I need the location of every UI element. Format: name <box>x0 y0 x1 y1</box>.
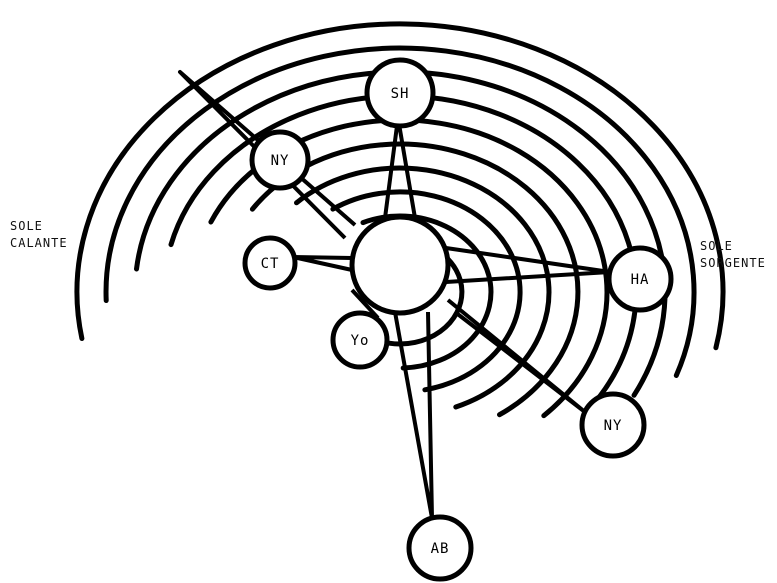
label-west-line1: SOLE <box>10 218 68 235</box>
label-east-line2: SORGENTE <box>700 255 766 272</box>
spoke <box>446 248 610 282</box>
label-west-line2: CALANTE <box>10 235 68 252</box>
spoke <box>293 257 352 270</box>
node-southwest: Yo <box>333 313 387 367</box>
node-northwest: NY <box>252 132 308 188</box>
node-west-label: CT <box>261 256 280 272</box>
node-south-label: AB <box>431 541 450 557</box>
node-west: CT <box>245 238 295 288</box>
node-southeast-label: NY <box>604 418 623 434</box>
label-east: SOLE SORGENTE <box>700 238 766 272</box>
node-north: SH <box>367 60 433 126</box>
node-southeast: NY <box>582 394 644 456</box>
center-hub <box>352 217 448 313</box>
node-south: AB <box>409 517 471 579</box>
node-northwest-label: NY <box>271 153 290 169</box>
node-southwest-label: Yo <box>351 333 370 349</box>
node-east: HA <box>609 248 671 310</box>
node-east-label: HA <box>631 272 650 288</box>
label-west: SOLE CALANTE <box>10 218 68 252</box>
label-east-line1: SOLE <box>700 238 766 255</box>
node-north-label: SH <box>391 86 410 102</box>
